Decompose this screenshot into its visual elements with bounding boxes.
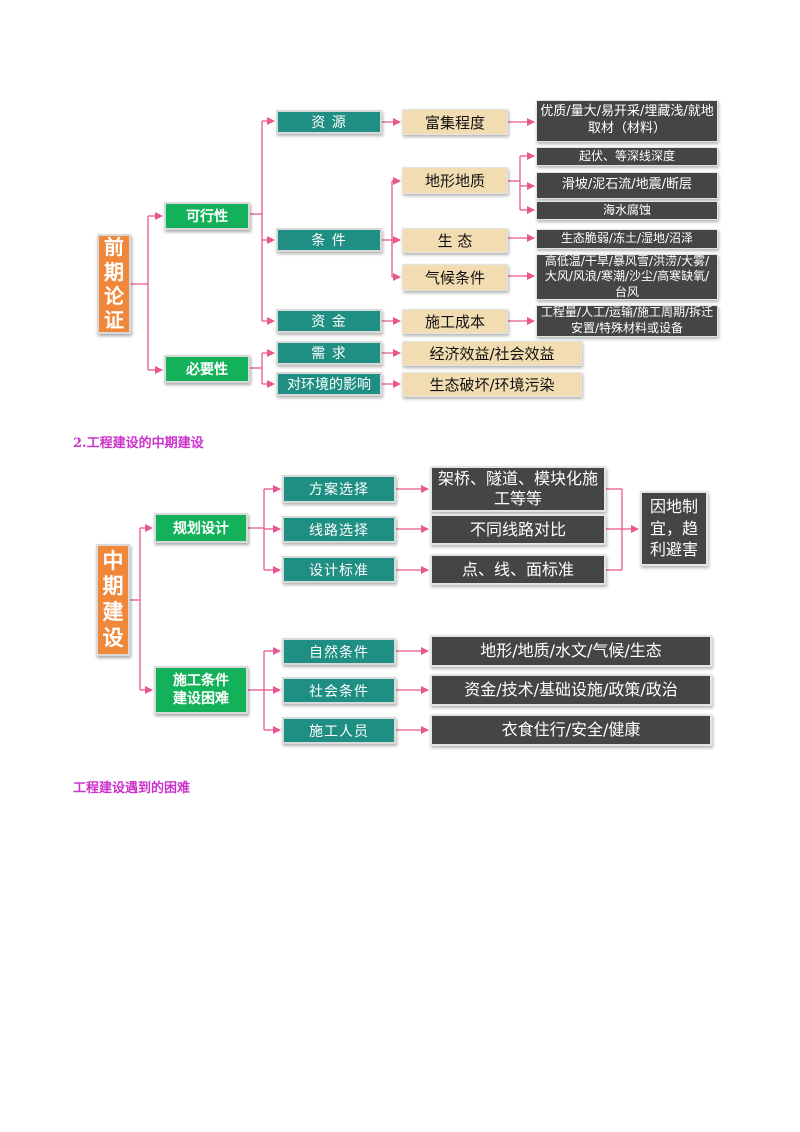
root-node-early-demonstration: 前 期 论 证	[97, 234, 131, 334]
root-node-mid-construction: 中 期 建 设	[96, 544, 130, 656]
node-route-selection: 线路选择	[282, 516, 396, 543]
node-line: 施工条件	[173, 672, 229, 689]
node-ecology: 生 态	[402, 228, 508, 253]
root-char: 证	[104, 308, 124, 333]
node-design-standard: 设计标准	[282, 556, 396, 583]
node-construction-workers: 施工人员	[282, 717, 396, 744]
node-abundance: 富集程度	[402, 109, 508, 135]
detail-ecology: 生态脆弱/冻土/湿地/沼泽	[536, 229, 718, 249]
node-construction-difficulty: 施工条件 建设困难	[154, 666, 248, 714]
root-char: 期	[102, 574, 124, 599]
root-char: 中	[102, 548, 124, 573]
node-construction-cost: 施工成本	[402, 309, 508, 334]
section-heading-mid-construction: 2.工程建设的中期建设	[73, 436, 204, 451]
detail-standard: 点、线、面标准	[430, 554, 606, 585]
node-social-conditions: 社会条件	[282, 677, 396, 704]
detail-society: 资金/技术/基础设施/政策/政治	[430, 674, 712, 706]
detail-workers: 衣食住行/安全/健康	[430, 714, 712, 746]
node-line: 建设困难	[173, 691, 229, 707]
node-climate: 气候条件	[402, 264, 508, 291]
node-resources: 资 源	[276, 110, 382, 134]
node-terrain-geology: 地形地质	[402, 167, 508, 194]
detail-nature: 地形/地质/水文/气候/生态	[430, 635, 712, 667]
root-char: 建	[102, 600, 124, 624]
node-demand: 需 求	[276, 341, 382, 365]
node-funds: 资 金	[276, 309, 382, 333]
root-char: 设	[102, 625, 124, 650]
detail-construction-cost: 工程量/人工/运输/施工周期/拆迁安置/特殊材料或设备	[536, 305, 718, 337]
node-environment-impact: 对环境的影响	[276, 372, 382, 396]
detail-route: 不同线路对比	[430, 514, 606, 545]
node-scheme-selection: 方案选择	[282, 475, 396, 503]
detail-corrosion: 海水腐蚀	[536, 201, 718, 220]
root-char: 前	[104, 235, 124, 260]
node-planning-design: 规划设计	[154, 513, 248, 543]
detail-resource-quality: 优质/量大/易开采/埋藏浅/就地取材（材料）	[536, 100, 718, 142]
node-ecological-damage: 生态破坏/环境污染	[402, 372, 582, 397]
node-economic-social-benefit: 经济效益/社会效益	[402, 341, 582, 366]
detail-undulation: 起伏、等深线深度	[536, 147, 718, 166]
node-result-adapt-locally: 因地制宜，趋利避害	[640, 491, 708, 566]
node-natural-conditions: 自然条件	[282, 638, 396, 665]
detail-landslide: 滑坡/泥石流/地震/断层	[536, 172, 718, 199]
section-heading-difficulties: 工程建设遇到的困难	[73, 781, 191, 796]
detail-scheme: 架桥、隧道、模块化施工等等	[430, 466, 606, 512]
node-conditions: 条 件	[276, 228, 382, 252]
root-char: 期	[104, 259, 124, 284]
node-necessity: 必要性	[164, 355, 250, 383]
node-feasibility: 可行性	[164, 202, 250, 230]
root-char: 论	[104, 284, 124, 308]
detail-climate: 高低温/干旱/暴风雪/洪涝/大雾/大风/风浪/寒潮/沙尘/高寒缺氧/台风	[536, 254, 718, 300]
